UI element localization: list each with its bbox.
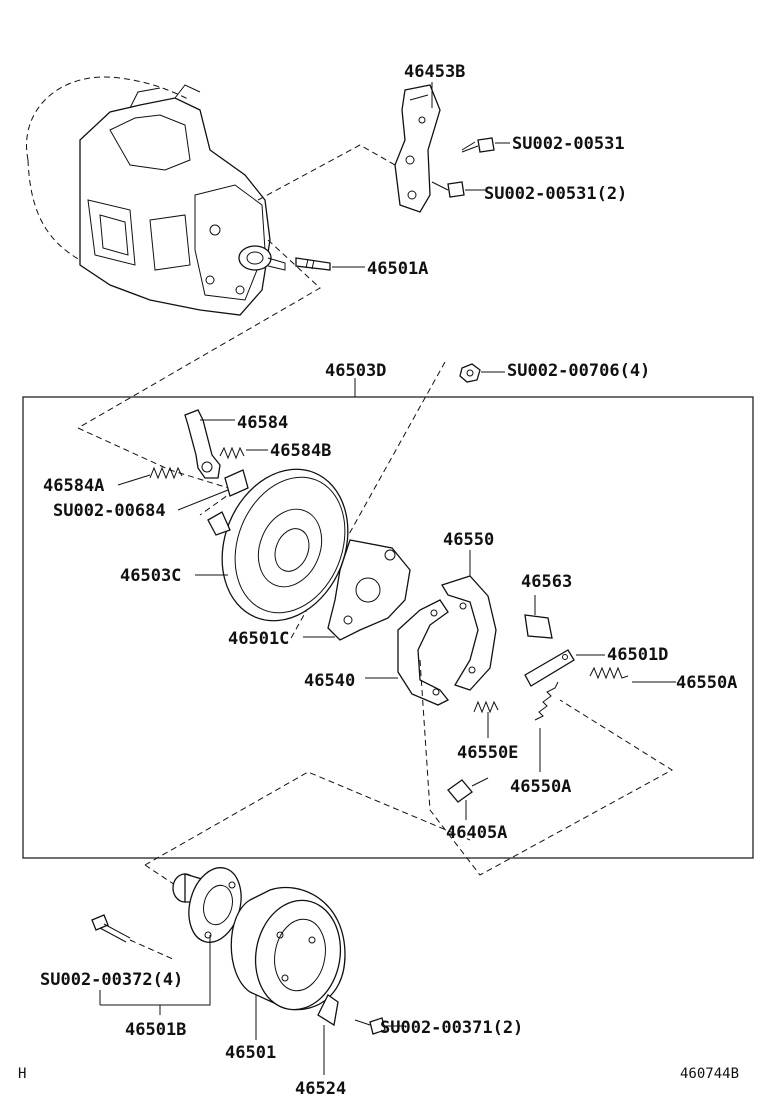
assembly-line-to-drum — [77, 239, 321, 429]
spring-46550A-bottom — [534, 681, 559, 721]
hub-46501B — [172, 867, 242, 943]
label-su002-00372: SU002-00372(4) — [40, 970, 183, 990]
label-su002-00371: SU002-00371(2) — [380, 1018, 523, 1038]
assembly-line-top — [257, 144, 396, 201]
label-46584: 46584 — [237, 413, 288, 433]
adjuster-46563 — [524, 595, 553, 639]
assembly-line-hub — [144, 864, 176, 886]
spring-46584B — [219, 446, 245, 460]
leader-46584A — [117, 474, 151, 486]
label-46501: 46501 — [225, 1043, 276, 1063]
label-46563: 46563 — [521, 572, 572, 592]
label-su002-00531: SU002-00531 — [512, 134, 625, 154]
assembly-frame-46503D — [22, 396, 754, 859]
clip-su002-00684 — [224, 469, 249, 497]
label-46501B: 46501B — [125, 1020, 186, 1040]
bracket-46501B — [100, 935, 211, 1006]
transmission-housing — [26, 76, 286, 316]
plug-46524 — [317, 994, 339, 1027]
assembly-line-springs — [419, 659, 673, 876]
label-46501A: 46501A — [367, 259, 428, 279]
stud-46501A — [295, 257, 331, 271]
bracket-46453B — [394, 84, 441, 213]
label-46453B: 46453B — [404, 62, 465, 82]
drum-46501 — [230, 886, 346, 1011]
label-su002-00531-2: SU002-00531(2) — [484, 184, 627, 204]
label-su002-00684: SU002-00684 — [53, 501, 166, 521]
assembly-line-bottom — [144, 771, 471, 866]
assembly-line-bolt — [129, 939, 176, 961]
assembly-line-lever — [77, 427, 237, 516]
label-46524: 46524 — [295, 1079, 346, 1099]
label-46550A-bottom: 46550A — [510, 777, 571, 797]
bolt-su002-00531 — [461, 137, 495, 153]
label-46550E: 46550E — [457, 743, 518, 763]
bolt-su002-00371 — [354, 1017, 386, 1035]
label-46503C: 46503C — [120, 566, 181, 586]
label-46584B: 46584B — [270, 441, 331, 461]
label-su002-00706: SU002-00706(4) — [507, 361, 650, 381]
lever-46584 — [184, 409, 221, 479]
nut-su002-00706 — [459, 363, 481, 383]
footer-left: H — [18, 1066, 26, 1082]
label-46503D: 46503D — [325, 361, 386, 381]
label-46405A: 46405A — [446, 823, 507, 843]
bolt-su002-00372 — [91, 914, 131, 943]
label-46501D: 46501D — [607, 645, 668, 665]
footer-right: 460744B — [680, 1066, 739, 1082]
spring-46584A — [149, 466, 183, 480]
shoe-46540 — [397, 599, 450, 706]
label-46540: 46540 — [304, 671, 355, 691]
label-46550A-right: 46550A — [676, 673, 737, 693]
strut-46501D — [524, 649, 575, 687]
leader-su684 — [177, 489, 229, 511]
backing-plate-46501C — [327, 539, 411, 641]
label-46550: 46550 — [443, 530, 494, 550]
cable-end-46405A — [447, 777, 489, 803]
bolt-su002-00531-2 — [431, 181, 465, 198]
label-46584A: 46584A — [43, 476, 104, 496]
spring-46550E — [473, 700, 499, 714]
label-46501C: 46501C — [228, 629, 289, 649]
shoe-46550 — [441, 575, 497, 691]
spring-46550A-right — [589, 666, 629, 680]
